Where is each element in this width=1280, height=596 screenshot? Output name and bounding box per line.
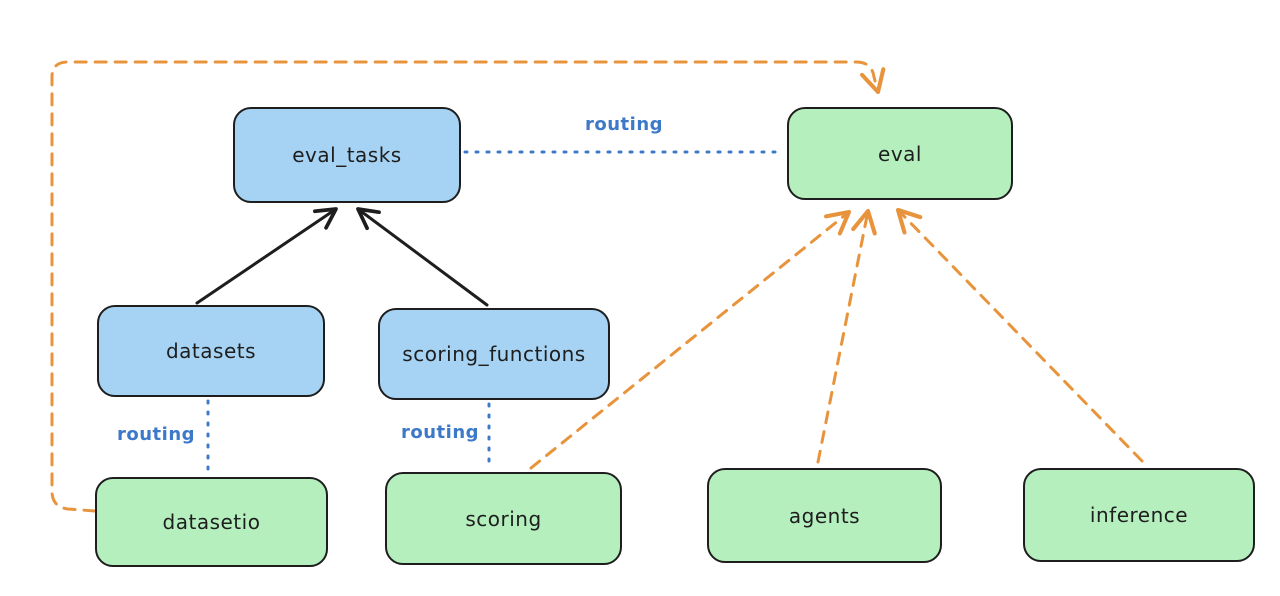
node-eval: eval (787, 107, 1013, 200)
node-scoring-functions-label: scoring_functions (402, 342, 586, 366)
edge-label-routing-scoring-functions-scoring: routing (400, 422, 480, 443)
edge-label-routing-datasets-datasetio: routing (116, 424, 196, 445)
node-datasetio: datasetio (95, 477, 328, 567)
node-eval-tasks-label: eval_tasks (292, 143, 402, 167)
edge-scoring-functions-to-eval-tasks (356, 207, 489, 307)
edge-label-routing-eval-tasks-eval: routing (584, 114, 664, 135)
edge-inference-to-eval (895, 207, 1144, 463)
edge-datasets-to-eval-tasks (195, 207, 338, 305)
node-scoring-label: scoring (465, 506, 542, 531)
node-eval-label: eval (878, 141, 922, 166)
node-scoring-functions: scoring_functions (378, 308, 610, 400)
edge-datasetio-to-eval (50, 60, 886, 513)
node-datasets: datasets (97, 305, 325, 397)
node-datasetio-label: datasetio (162, 510, 261, 534)
node-inference-label: inference (1089, 503, 1189, 527)
node-eval-tasks: eval_tasks (233, 107, 461, 203)
node-agents-label: agents (788, 503, 861, 528)
edge-scoring-to-eval (529, 209, 852, 470)
node-agents: agents (707, 468, 942, 563)
node-scoring: scoring (385, 472, 622, 565)
node-inference: inference (1023, 468, 1255, 562)
edge-agents-to-eval (816, 208, 877, 464)
node-datasets-label: datasets (165, 339, 257, 363)
